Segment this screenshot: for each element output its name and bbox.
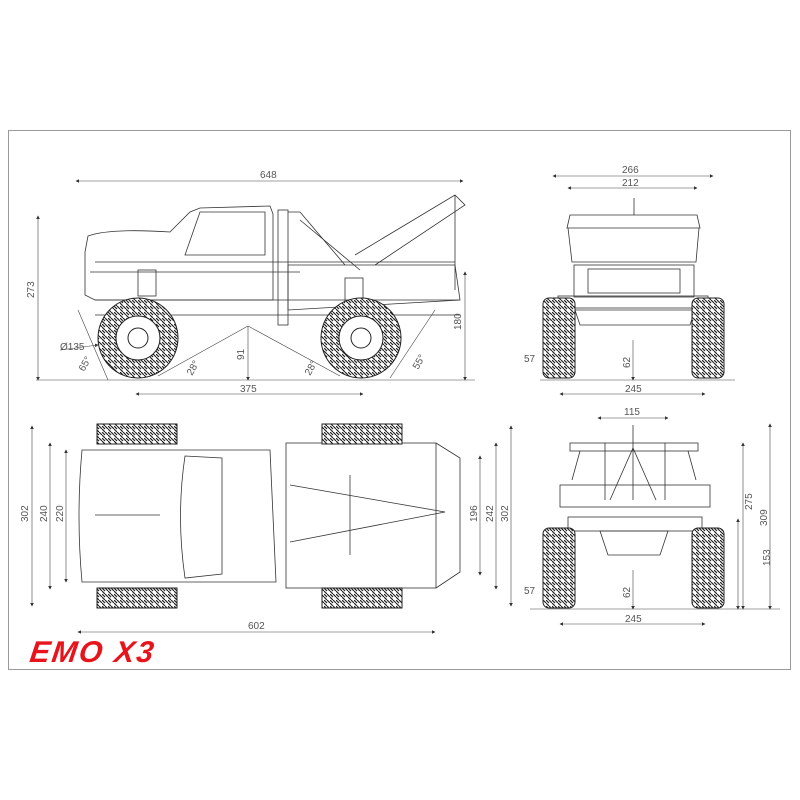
dim-bed-height: 180 — [453, 313, 464, 330]
dim-breakover-rear: 28° — [303, 359, 320, 378]
dim-top-length: 602 — [248, 621, 265, 632]
dim-rear-bed-height: 153 — [762, 549, 773, 566]
dim-front-track: 245 — [625, 384, 642, 395]
drawing-frame — [8, 130, 791, 670]
dim-departure-angle: 55° — [411, 353, 428, 372]
dim-tire-diameter: Ø135 — [60, 342, 85, 353]
dim-top-width-left: 302 — [20, 505, 31, 522]
brand-logo: EMO X3 — [27, 636, 158, 669]
dim-top-width-body: 240 — [39, 505, 50, 522]
dim-overall-length: 648 — [260, 170, 277, 181]
side-front-wheel — [97, 297, 179, 379]
dim-ground-clearance: 91 — [236, 348, 247, 360]
dim-rear-axle-clearance: 62 — [622, 586, 633, 598]
side-rear-wheel — [320, 297, 402, 379]
dim-rear-track: 245 — [625, 614, 642, 625]
top-view — [78, 442, 461, 589]
rear-left-tire — [542, 527, 576, 609]
front-left-tire — [542, 297, 576, 379]
dim-approach-angle: 65° — [77, 355, 94, 374]
dim-boom-height: 275 — [744, 493, 755, 510]
rear-view — [559, 425, 711, 556]
top-rear-left-tire — [321, 423, 403, 445]
dim-top-width-hood: 220 — [55, 505, 66, 522]
dim-breakover-front: 28° — [185, 359, 202, 378]
dim-rear-tire-width: 57 — [524, 586, 536, 597]
dim-front-tire-width: 57 — [524, 354, 536, 365]
dim-overall-width: 266 — [622, 165, 639, 176]
top-rear-right-tire — [321, 587, 403, 609]
front-view — [557, 198, 709, 326]
dim-height: 273 — [26, 281, 37, 298]
top-front-right-tire — [96, 587, 178, 609]
dim-top-width-right: 302 — [500, 505, 511, 522]
side-view — [84, 194, 466, 326]
dim-boom-width: 115 — [624, 407, 640, 418]
dim-bed-inner: 196 — [469, 505, 480, 522]
dim-body-width: 212 — [622, 178, 639, 189]
rear-right-tire — [691, 527, 725, 609]
dim-wheelbase: 375 — [240, 384, 257, 395]
dim-bed-outer: 242 — [485, 505, 496, 522]
dim-front-axle-clearance: 62 — [622, 356, 633, 368]
top-front-left-tire — [96, 423, 178, 445]
front-right-tire — [691, 297, 725, 379]
dim-rear-overall-height: 309 — [759, 509, 770, 526]
